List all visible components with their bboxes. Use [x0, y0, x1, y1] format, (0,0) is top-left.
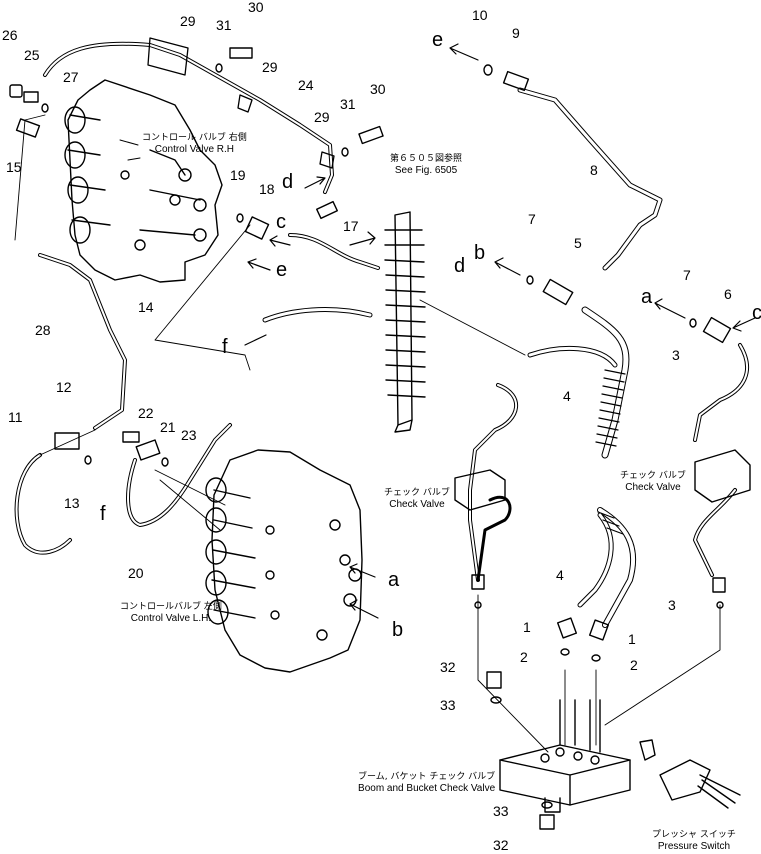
- part-number-33-b: 33: [493, 803, 509, 819]
- part-number-12: 12: [56, 379, 72, 395]
- caption-control-valve-rh-en: Control Valve R.H: [154, 144, 235, 155]
- control-valve-lh: [205, 449, 363, 673]
- part-number-13: 13: [64, 495, 80, 511]
- connection-letter-d-top: d: [282, 171, 294, 193]
- part-number-17: 17: [343, 218, 359, 234]
- part-number-29-a: 29: [180, 13, 196, 29]
- part-number-19: 19: [230, 167, 246, 183]
- caption-see-fig-en: See Fig. 6505: [394, 165, 458, 176]
- hose-lines: [14, 37, 750, 628]
- direction-arrows: [244, 43, 756, 619]
- part-number-9: 9: [512, 25, 520, 41]
- part-number-3-a: 3: [672, 347, 680, 363]
- caption-pressure-switch: プレッシャ スイッチ Pressure Switch: [652, 830, 736, 852]
- caption-control-valve-rh-jp: コントロール バルブ 右側: [142, 133, 247, 143]
- part-number-30-b: 30: [370, 81, 386, 97]
- part-number-2-a: 2: [520, 649, 528, 665]
- part-number-24: 24: [298, 77, 314, 93]
- part-number-28: 28: [35, 322, 51, 338]
- part-number-10: 10: [472, 7, 488, 23]
- connection-letter-f-mid: f: [222, 336, 228, 358]
- caption-control-valve-lh-en: Control Valve L.H.: [130, 613, 212, 624]
- caption-boom-bucket-check-valve: ブーム, バケット チェック バルブ Boom and Bucket Check…: [358, 772, 495, 794]
- caption-control-valve-lh-jp: コントロールバルブ 左側: [120, 602, 222, 612]
- part-number-29-c: 29: [314, 109, 330, 125]
- caption-check-valve-center: チェック バルブ Check Valve: [384, 488, 450, 510]
- part-number-8: 8: [590, 162, 598, 178]
- part-number-20: 20: [128, 565, 144, 581]
- part-number-23: 23: [181, 427, 197, 443]
- caption-boom-bucket-check-valve-jp: ブーム, バケット チェック バルブ: [358, 772, 496, 782]
- check-valve-shapes: [454, 449, 751, 511]
- valve-stack: [384, 211, 426, 433]
- part-number-27: 27: [63, 69, 79, 85]
- part-number-18: 18: [259, 181, 275, 197]
- caption-check-valve-center-en: Check Valve: [389, 499, 445, 510]
- part-number-5: 5: [574, 235, 582, 251]
- part-number-21: 21: [160, 419, 176, 435]
- part-number-29-b: 29: [262, 59, 278, 75]
- part-number-11: 11: [8, 409, 23, 425]
- pressure-switch-shape: [639, 739, 741, 809]
- caption-see-fig-jp: 第６５０５図参照: [390, 154, 463, 164]
- part-number-1-a: 1: [523, 619, 531, 635]
- part-number-32-a: 32: [440, 659, 456, 675]
- caption-see-fig: 第６５０５図参照 See Fig. 6505: [390, 154, 462, 176]
- caption-control-valve-rh: コントロール バルブ 右側 Control Valve R.H: [142, 133, 247, 155]
- caption-check-valve-right-en: Check Valve: [625, 482, 681, 493]
- connection-letter-b-top: b: [474, 242, 486, 264]
- part-number-6: 6: [724, 286, 732, 302]
- part-number-22: 22: [138, 405, 154, 421]
- part-number-3-b: 3: [668, 597, 676, 613]
- fittings: [9, 47, 732, 830]
- caption-control-valve-lh: コントロールバルブ 左側 Control Valve L.H.: [120, 602, 222, 624]
- connection-letter-a-top: a: [641, 286, 653, 308]
- connection-letter-a-lh: a: [388, 569, 400, 591]
- leader-lines: [14, 114, 721, 753]
- connection-letter-c-top: c: [276, 211, 286, 233]
- part-number-14: 14: [138, 299, 154, 315]
- control-valve-rh: [64, 79, 223, 283]
- connection-letter-b-lh: b: [392, 619, 404, 641]
- caption-check-valve-right-jp: チェック バルブ: [620, 471, 686, 481]
- part-number-2-b: 2: [630, 657, 638, 673]
- caption-check-valve-right: チェック バルブ Check Valve: [620, 471, 686, 493]
- caption-pressure-switch-jp: プレッシャ スイッチ: [652, 830, 736, 840]
- connection-letter-f-bottom: f: [100, 503, 106, 525]
- part-number-30-a: 30: [248, 0, 264, 15]
- part-number-32-b: 32: [493, 837, 509, 853]
- part-number-7-a: 7: [528, 211, 536, 227]
- part-number-26: 26: [2, 27, 18, 43]
- part-number-4-a: 4: [563, 388, 571, 404]
- part-number-31-b: 31: [340, 96, 356, 112]
- caption-boom-bucket-check-valve-en: Boom and Bucket Check Valve: [358, 783, 496, 794]
- part-number-1-b: 1: [628, 631, 636, 647]
- caption-pressure-switch-en: Pressure Switch: [657, 841, 731, 852]
- connection-letter-e-top: e: [432, 29, 444, 51]
- connection-letter-e-mid: e: [276, 259, 288, 281]
- part-number-31-a: 31: [216, 17, 232, 33]
- connection-letter-d-right: d: [454, 255, 466, 277]
- part-number-15: 15: [6, 159, 22, 175]
- boom-bucket-check-valve-block: [499, 699, 631, 813]
- part-number-4-b: 4: [556, 567, 564, 583]
- part-number-25: 25: [24, 47, 40, 63]
- part-number-33-a: 33: [440, 697, 456, 713]
- part-number-7-b: 7: [683, 267, 691, 283]
- caption-check-valve-center-jp: チェック バルブ: [384, 488, 450, 498]
- hose-spiral: [595, 369, 626, 535]
- connection-letter-c-right: c: [752, 302, 761, 324]
